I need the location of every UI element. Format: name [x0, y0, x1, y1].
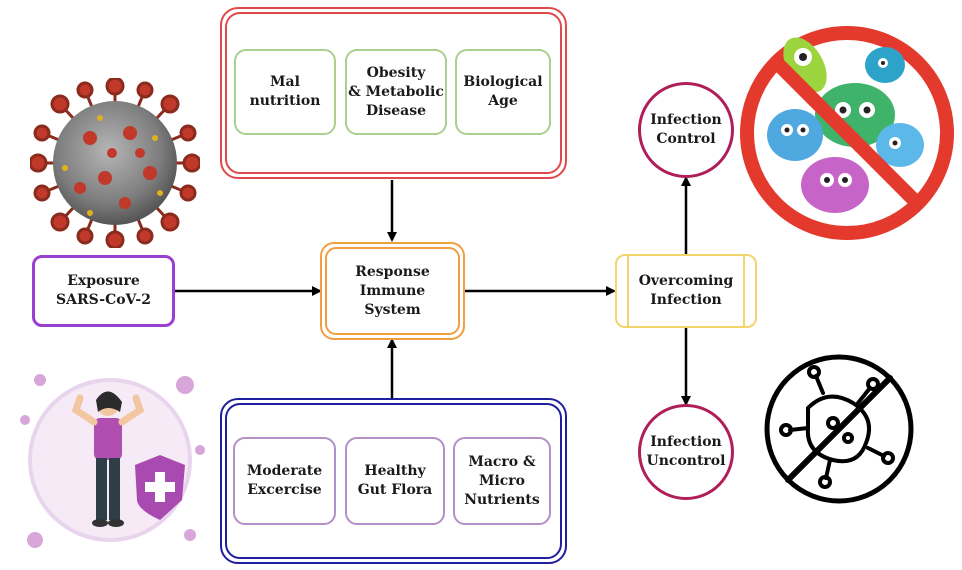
- response-box: Response Immune System: [320, 242, 465, 340]
- biological-age-box: Biological Age: [455, 49, 551, 135]
- overcoming-label: Overcoming Infection: [638, 273, 734, 308]
- mal-nutrition-box: Mal nutrition: [234, 49, 336, 135]
- protected-woman-icon: [20, 374, 205, 548]
- obesity-box: Obesity & Metabolic Disease: [345, 49, 447, 135]
- exposure-box: Exposure SARS-CoV-2: [32, 255, 175, 327]
- coronavirus-icon: [30, 78, 200, 248]
- response-label: Response Immune System: [355, 263, 430, 318]
- healthy-gut-label: Healthy Gut Flora: [357, 463, 433, 498]
- moderate-exercise-label: Moderate Excercise: [246, 463, 323, 498]
- overcoming-box: Overcoming Infection: [615, 254, 757, 328]
- infection-uncontrol-circle: Infection Uncontrol: [638, 404, 734, 500]
- exposure-label: Exposure SARS-CoV-2: [56, 273, 151, 308]
- mal-nutrition-label: Mal nutrition: [249, 74, 321, 109]
- macro-micro-label: Macro & Micro Nutrients: [464, 453, 540, 508]
- macro-micro-box: Macro & Micro Nutrients: [453, 437, 551, 525]
- infection-control-circle: Infection Control: [638, 82, 734, 178]
- no-germs-icon: [740, 26, 954, 240]
- biological-age-label: Biological Age: [463, 74, 543, 109]
- infection-uncontrol-label: Infection Uncontrol: [646, 434, 726, 469]
- no-virus-icon: [764, 354, 914, 504]
- healthy-gut-box: Healthy Gut Flora: [345, 437, 445, 525]
- moderate-exercise-box: Moderate Excercise: [233, 437, 336, 525]
- infection-control-label: Infection Control: [650, 112, 722, 147]
- obesity-label: Obesity & Metabolic Disease: [348, 64, 444, 119]
